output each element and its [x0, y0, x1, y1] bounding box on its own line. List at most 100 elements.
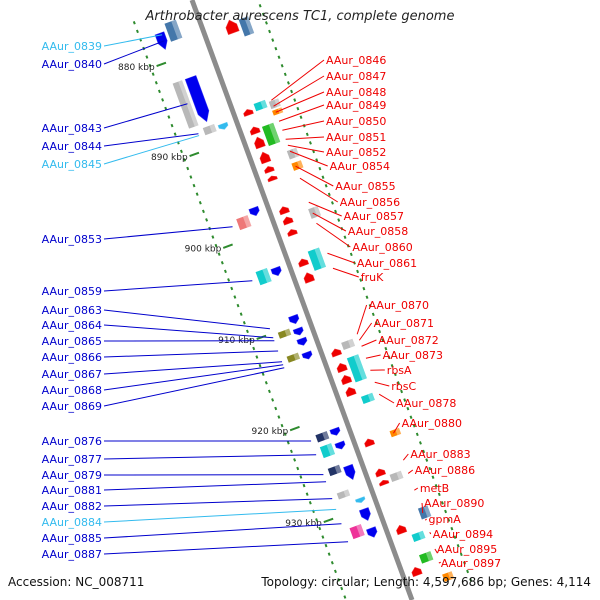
gene-label-right[interactable]: AAur_0897: [441, 557, 501, 570]
gene-block: [442, 571, 455, 582]
gene-block: [253, 99, 268, 112]
label-leader: [374, 381, 390, 387]
tick-mark: [164, 106, 168, 111]
gene-label-right[interactable]: AAur_0850: [326, 115, 386, 128]
gene-arrow: [263, 165, 276, 175]
gene-label-right[interactable]: AAur_0878: [396, 397, 456, 410]
kbp-label: 930 kbp: [285, 519, 322, 529]
gene-label-right[interactable]: AAur_0849: [326, 99, 386, 112]
tick-mark: [387, 355, 391, 359]
gene-label-right[interactable]: AAur_0871: [374, 317, 434, 330]
gene-arrow: [342, 463, 356, 481]
gene-label-right[interactable]: AAur_0872: [378, 334, 438, 347]
gene-label-left[interactable]: AAur_0839: [42, 40, 102, 53]
gene-label-right[interactable]: rbsC: [391, 380, 416, 393]
gene-label-right[interactable]: metB: [420, 482, 449, 495]
tick-mark: [205, 218, 209, 222]
gene-label-right[interactable]: fruK: [361, 271, 384, 284]
gene-label-right[interactable]: AAur_0847: [326, 70, 386, 83]
tick-mark: [302, 483, 306, 488]
gene-arrow: [354, 495, 366, 504]
gene-label-right[interactable]: AAur_0861: [357, 257, 417, 270]
gene-label-left[interactable]: AAur_0865: [42, 335, 102, 348]
gene-block: [202, 123, 217, 136]
gene-label-right[interactable]: AAur_0852: [326, 146, 386, 159]
tick-mark: [274, 406, 278, 411]
gene-label-right[interactable]: AAur_0870: [369, 299, 429, 312]
tick-mark: [340, 586, 344, 591]
gene-label-left[interactable]: AAur_0840: [42, 58, 102, 71]
tick-mark: [422, 449, 426, 454]
gene-label-left[interactable]: AAur_0864: [42, 319, 102, 332]
gene-label-right[interactable]: AAur_0894: [433, 528, 493, 541]
gene-label-right[interactable]: AAur_0854: [330, 160, 390, 173]
tick-mark: [418, 441, 422, 445]
gene-label-right[interactable]: AAur_0855: [335, 180, 395, 193]
gene-label-left[interactable]: AAur_0859: [42, 285, 102, 298]
label-leader: [332, 267, 359, 278]
tick-mark: [227, 278, 231, 282]
kbp-tick: [222, 243, 233, 249]
gene-label-left[interactable]: AAur_0884: [42, 516, 102, 529]
gene-arrow: [242, 108, 255, 118]
gene-label-left[interactable]: AAur_0887: [42, 548, 102, 561]
gene-label-left[interactable]: AAur_0845: [42, 158, 102, 171]
kbp-label: 880 kbp: [118, 63, 155, 73]
gene-label-right[interactable]: AAur_0895: [437, 543, 497, 556]
gene-label-right[interactable]: AAur_0856: [340, 196, 400, 209]
tick-mark: [192, 183, 196, 188]
gene-label-right[interactable]: AAur_0848: [326, 86, 386, 99]
kbp-label: 900 kbp: [185, 245, 222, 255]
gene-label-left[interactable]: AAur_0881: [42, 484, 102, 497]
kbp-label: 920 kbp: [252, 427, 289, 437]
label-leader: [356, 304, 368, 335]
tick-mark: [334, 209, 338, 214]
gene-label-right[interactable]: AAur_0857: [344, 210, 404, 223]
gene-label-left[interactable]: AAur_0844: [42, 140, 102, 153]
gene-label-left[interactable]: AAur_0877: [42, 453, 102, 466]
left-gene-labels[interactable]: AAur_0839AAur_0840AAur_0843AAur_0844AAur…: [42, 34, 349, 561]
gene-label-right[interactable]: AAur_0860: [352, 241, 412, 254]
gene-label-right[interactable]: AAur_0880: [402, 417, 462, 430]
gene-label-left[interactable]: AAur_0885: [42, 532, 102, 545]
gene-arrow: [340, 374, 353, 386]
gene-label-left[interactable]: AAur_0879: [42, 469, 102, 482]
tick-mark: [230, 286, 234, 291]
gene-label-left[interactable]: AAur_0869: [42, 400, 102, 413]
gene-label-left[interactable]: AAur_0866: [42, 351, 102, 364]
gene-label-right[interactable]: gpmA: [429, 513, 462, 526]
gene-label-right[interactable]: AAur_0846: [326, 54, 386, 67]
gene-label-left[interactable]: AAur_0843: [42, 122, 102, 135]
tick-mark: [290, 89, 294, 94]
gene-arrow: [217, 121, 229, 131]
gene-block: [349, 524, 365, 540]
tick-mark: [403, 398, 407, 402]
tick-mark: [195, 192, 199, 196]
gene-arrow: [365, 525, 378, 539]
gene-arrow: [374, 468, 387, 479]
gene-label-right[interactable]: AAur_0851: [326, 131, 386, 144]
tick-mark: [327, 192, 331, 197]
gene-label-right[interactable]: AAur_0858: [348, 225, 408, 238]
gene-label-right[interactable]: rbsA: [387, 364, 412, 377]
gene-label-left[interactable]: AAur_0882: [42, 500, 102, 513]
gene-label-right[interactable]: AAur_0883: [410, 448, 470, 461]
tick-mark: [466, 569, 470, 574]
label-leader: [424, 518, 427, 521]
tick-mark: [283, 72, 287, 77]
label-leader: [407, 469, 414, 474]
gene-label-right[interactable]: AAur_0873: [383, 349, 443, 362]
gene-label-right[interactable]: AAur_0890: [424, 497, 484, 510]
gene-label-left[interactable]: AAur_0868: [42, 384, 102, 397]
right-gene-labels[interactable]: AAur_0846AAur_0847AAur_0848AAur_0849AAur…: [271, 54, 501, 570]
tick-mark: [393, 372, 397, 377]
tick-mark: [239, 312, 243, 316]
gene-label-left[interactable]: AAur_0853: [42, 233, 102, 246]
gene-label-left[interactable]: AAur_0876: [42, 435, 102, 448]
gene-arrow: [336, 362, 349, 374]
tick-mark: [321, 175, 325, 179]
gene-label-left[interactable]: AAur_0867: [42, 368, 102, 381]
gene-label-left[interactable]: AAur_0863: [42, 304, 102, 317]
gene-label-right[interactable]: AAur_0886: [415, 464, 475, 477]
label-leader: [299, 177, 339, 203]
